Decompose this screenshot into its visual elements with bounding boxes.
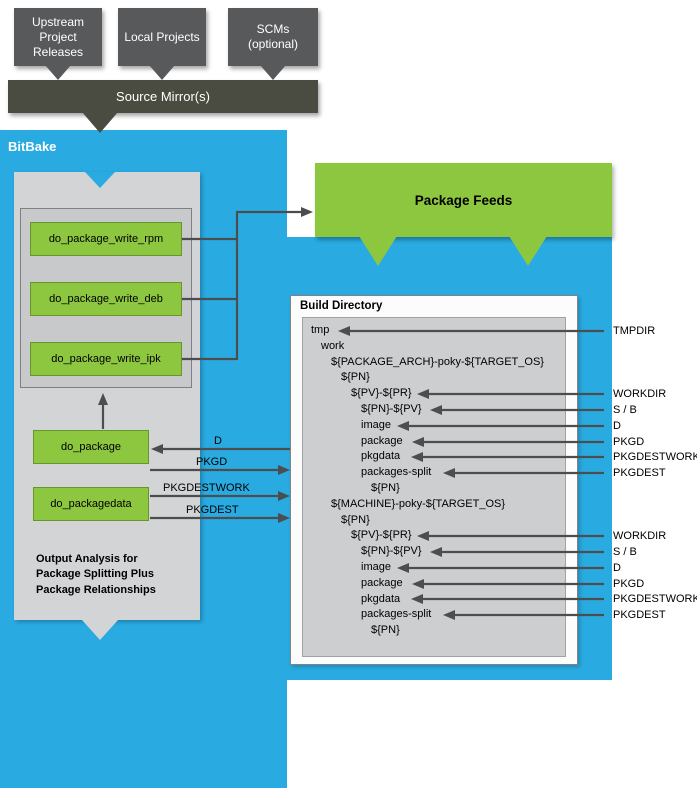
analysis-note-line: Package Relationships	[36, 583, 156, 596]
tree-node: packages-split	[361, 608, 432, 621]
tree-node: ${PN}	[371, 624, 400, 637]
pointer-label-pkgdest: PKGDEST	[613, 609, 666, 621]
analysis-note-line: Output Analysis for	[36, 553, 138, 565]
source-box-upstream-label: Upstream Project Releases	[31, 14, 84, 59]
pointer-label-d: D	[613, 420, 621, 432]
source-box-upstream: Upstream Project Releases	[14, 8, 102, 66]
flow-label-pkgd: PKGD	[196, 456, 228, 468]
source-box-scms-label: SCMs (optional)	[247, 22, 299, 51]
pointer-label-s-b: S / B	[613, 404, 637, 416]
pointer-label-pkgdest: PKGDEST	[613, 467, 666, 479]
tree-node: tmp	[311, 324, 330, 336]
tree-node: ${PV}-${PR}	[351, 529, 412, 542]
tree-node: ${PN}	[341, 513, 370, 526]
tree-node: pkgdata	[361, 450, 401, 463]
pointer-label-s-b: S / B	[613, 546, 637, 558]
flow-label-d: D	[214, 435, 222, 447]
build-directory-tree: tmp work ${PACKAGE_ARCH}-poky-${TARGET_O…	[302, 317, 566, 657]
task-do-package-write-deb: do_package_write_deb	[30, 282, 182, 316]
task-do-package: do_package	[33, 430, 149, 464]
source-box-scms: SCMs (optional)	[228, 8, 318, 66]
down-chevron-icon	[85, 172, 115, 188]
tree-node: pkgdata	[361, 592, 401, 605]
source-mirror-label: Source Mirror(s)	[116, 89, 210, 104]
down-chevron-icon	[45, 65, 71, 80]
pointer-label-pkgd: PKGD	[613, 578, 645, 590]
package-feeds-box: Package Feeds	[315, 163, 612, 237]
down-chevron-icon	[82, 112, 118, 133]
task-label: do_package_write_ipk	[51, 353, 161, 365]
task-label: do_package_write_rpm	[48, 233, 164, 245]
bitbake-title: BitBake	[8, 139, 57, 154]
tree-node: ${MACHINE}-poky-${TARGET_OS}	[331, 497, 506, 510]
down-chevron-icon	[509, 236, 547, 266]
analysis-note: Output Analysis for Package Splitting Pl…	[36, 552, 192, 598]
pointer-label-pkgdestwork: PKGDESTWORK	[613, 451, 697, 463]
down-chevron-icon	[82, 620, 118, 640]
tree-node: image	[361, 418, 391, 431]
tree-node: ${PN}	[341, 371, 370, 384]
pointer-label-workdir: WORKDIR	[613, 530, 667, 542]
pointer-label-tmpdir: TMPDIR	[613, 325, 656, 337]
package-feeds-label: Package Feeds	[414, 192, 513, 208]
task-do-package-write-rpm: do_package_write_rpm	[30, 222, 182, 256]
pointer-label-d: D	[613, 562, 621, 574]
tree-node: work	[321, 339, 345, 352]
task-do-packagedata: do_packagedata	[33, 487, 149, 521]
source-mirror-bar: Source Mirror(s)	[8, 80, 318, 113]
task-label: do_package	[61, 441, 121, 453]
down-chevron-icon	[260, 65, 286, 80]
down-chevron-icon	[359, 236, 397, 266]
pointer-label-pkgd: PKGD	[613, 436, 645, 448]
task-label: do_package_write_deb	[49, 293, 163, 305]
task-label: do_packagedata	[50, 498, 132, 510]
flow-label-pkgdest: PKGDEST	[186, 504, 239, 516]
source-box-local: Local Projects	[118, 8, 206, 66]
tree-node: ${PACKAGE_ARCH}-poky-${TARGET_OS}	[331, 355, 544, 368]
source-box-local-label: Local Projects	[124, 29, 200, 44]
tree-node: ${PN}-${PV}	[361, 402, 422, 415]
tree-node: ${PV}-${PR}	[351, 387, 412, 400]
pointer-label-pkgdestwork: PKGDESTWORK	[613, 593, 697, 605]
down-chevron-icon	[149, 65, 175, 80]
build-directory-title: Build Directory	[300, 300, 383, 312]
tree-node: image	[361, 560, 391, 573]
tree-node: ${PN}-${PV}	[361, 545, 422, 558]
flow-label-pkgdestwork: PKGDESTWORK	[163, 482, 250, 494]
task-do-package-write-ipk: do_package_write_ipk	[30, 342, 182, 376]
tree-node: package	[361, 434, 403, 447]
tree-node: package	[361, 576, 403, 589]
tree-node: packages-split	[361, 466, 432, 479]
pointer-label-workdir: WORKDIR	[613, 388, 667, 400]
tree-node: ${PN}	[371, 481, 400, 494]
analysis-note-line: Package Splitting Plus	[36, 568, 154, 581]
